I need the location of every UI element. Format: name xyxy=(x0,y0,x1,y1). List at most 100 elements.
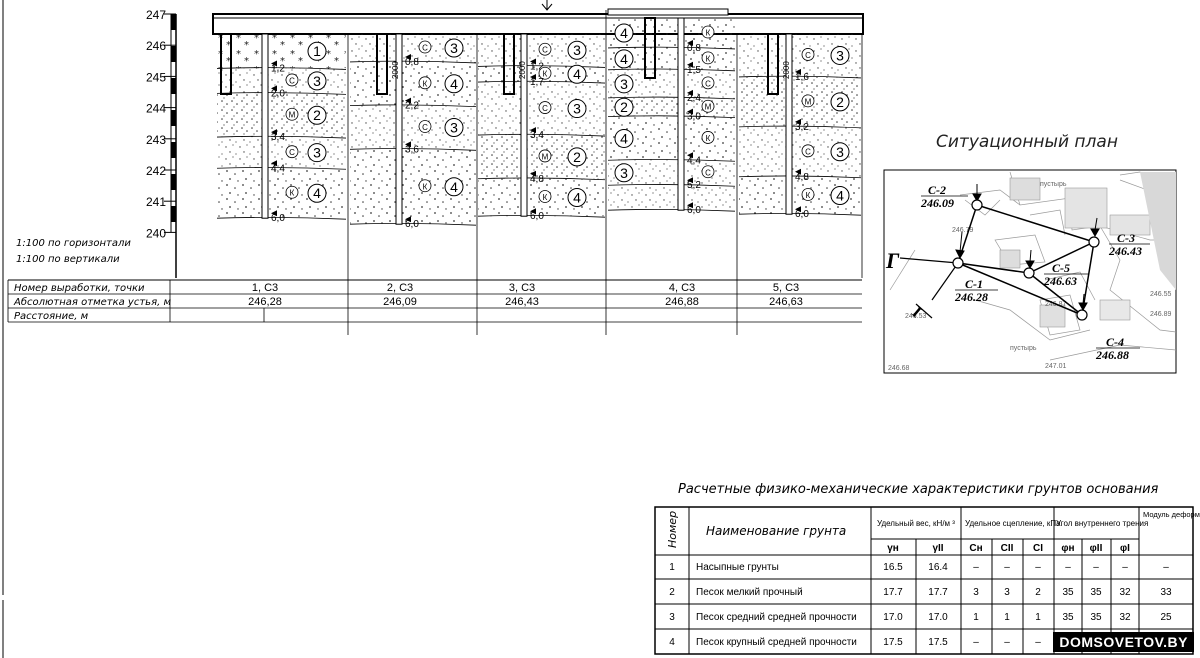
soil-number: 3 xyxy=(836,47,844,63)
depth-marker xyxy=(795,168,801,175)
soil-number-circle xyxy=(567,99,587,119)
soil-state-circle xyxy=(701,99,715,113)
soil-number: 2 xyxy=(313,107,321,123)
plan-elev-c1: 246.28 xyxy=(954,290,988,304)
soil-state-circle xyxy=(538,101,552,114)
soil-state-circle xyxy=(538,190,552,203)
depth-marker xyxy=(795,68,801,75)
soil-state: С xyxy=(805,51,811,60)
soil-number-circle xyxy=(444,117,464,137)
sub-c-1: СI xyxy=(1033,543,1043,554)
soil-state-circle xyxy=(701,165,715,179)
soil-state: С xyxy=(805,147,811,156)
soil-state-circle xyxy=(538,66,552,80)
point-elev-2: 246,09 xyxy=(383,296,417,308)
layer-depth: 6,0 xyxy=(687,205,701,216)
soil-number-circle xyxy=(830,45,850,65)
pile-length-label: 2000 xyxy=(391,61,400,79)
soil-state: М xyxy=(542,152,549,161)
pile xyxy=(220,33,232,95)
sub-c-n: Сн xyxy=(969,543,982,554)
properties-cell: 16.5 xyxy=(883,562,903,573)
soil-number: 4 xyxy=(620,25,628,41)
plan-name-c3: С-3 xyxy=(1117,231,1135,245)
borehole-header-table: Номер выработки, точки Абсолютная отметк… xyxy=(7,279,862,323)
sub-gamma-n: γн xyxy=(887,543,899,554)
soil-number: 4 xyxy=(450,179,458,195)
soil-state: К xyxy=(543,193,548,202)
soil-state: К xyxy=(423,79,428,88)
soil-number-circle xyxy=(567,147,587,167)
soil-number: 3 xyxy=(313,145,321,161)
plan-elev-c2: 246.09 xyxy=(920,196,954,210)
depth-marker xyxy=(687,202,693,209)
soil-number-circle xyxy=(567,187,587,207)
soil-state-circle xyxy=(285,185,299,199)
pile-length-label: 2000 xyxy=(782,61,791,79)
soil-state-circle xyxy=(538,42,552,56)
depth-marker xyxy=(687,89,693,96)
foundation-beam xyxy=(212,0,864,35)
soil-number: 3 xyxy=(450,40,458,56)
properties-cell: 2 xyxy=(669,587,675,598)
elevation-label: 241 xyxy=(146,195,166,209)
properties-cell: 35 xyxy=(1090,587,1102,598)
properties-cell: 1 xyxy=(973,612,979,623)
watermark: DOMSOVETOV.BY xyxy=(1053,632,1194,652)
soil-state-circle xyxy=(801,48,815,61)
depth-marker xyxy=(687,61,693,68)
depth-marker xyxy=(271,210,277,217)
properties-cell: Насыпные грунты xyxy=(696,562,779,573)
soil-state: К xyxy=(423,182,428,191)
row-label-point-number: Номер выработки, точки xyxy=(14,282,145,294)
elevation-label: 243 xyxy=(146,133,166,147)
soil-state-circle xyxy=(285,73,299,87)
soil-number: 2 xyxy=(573,149,581,165)
properties-cell: 1 xyxy=(1004,612,1010,623)
plan-point-c2 xyxy=(971,199,983,211)
depth-marker xyxy=(795,206,801,213)
soil-state: С xyxy=(705,168,711,177)
soil-state: К xyxy=(706,28,711,37)
soil-state: С xyxy=(705,79,711,88)
depth-marker xyxy=(271,85,277,92)
depth-marker xyxy=(687,108,693,115)
soil-number: 3 xyxy=(450,119,458,135)
point-name-1: 1, С3 xyxy=(252,282,278,294)
soil-number: 4 xyxy=(450,76,458,92)
plan-label-7: 246.68 xyxy=(888,365,910,372)
soil-state: К xyxy=(706,54,711,63)
soil-number-circle xyxy=(614,49,634,69)
properties-cell: – xyxy=(973,637,979,648)
soil-number-circle xyxy=(830,185,850,205)
plan-label-6: 246.89 xyxy=(1150,311,1172,318)
properties-cell: Песок мелкий прочный xyxy=(696,587,803,598)
depth-marker xyxy=(530,74,536,81)
plan-point-c3 xyxy=(1088,236,1100,248)
properties-cell: 17.0 xyxy=(883,612,903,623)
borehole-shaft xyxy=(677,17,685,211)
soil-state-circle xyxy=(801,188,815,201)
properties-cell: 1 xyxy=(1035,612,1041,623)
plan-label-2: 246.79 xyxy=(952,227,974,234)
soil-number: 3 xyxy=(573,101,581,117)
properties-cell: 17.7 xyxy=(928,587,948,598)
borehole-shaft xyxy=(520,33,528,217)
depth-marker xyxy=(271,60,277,67)
plan-label-9: пустырь xyxy=(1010,345,1037,352)
soil-number-circle xyxy=(307,105,327,125)
plan-name-c4: С-4 xyxy=(1106,335,1124,349)
borehole-logs: 11,23С2,02М3,43С4,44К6,03С0,84К2,23С3,64… xyxy=(216,17,862,230)
soil-number: 4 xyxy=(313,185,321,201)
properties-cell: 33 xyxy=(1160,587,1172,598)
soil-state: М xyxy=(705,103,712,112)
soil-number: 3 xyxy=(620,165,628,181)
soil-state-circle xyxy=(701,131,715,144)
borehole-shaft xyxy=(261,33,269,219)
depth-marker xyxy=(530,58,536,65)
soil-state: С xyxy=(422,123,428,132)
point-elev-3: 246,43 xyxy=(505,296,539,308)
soil-state: С xyxy=(542,46,548,55)
sub-phi-n: φн xyxy=(1061,543,1074,554)
